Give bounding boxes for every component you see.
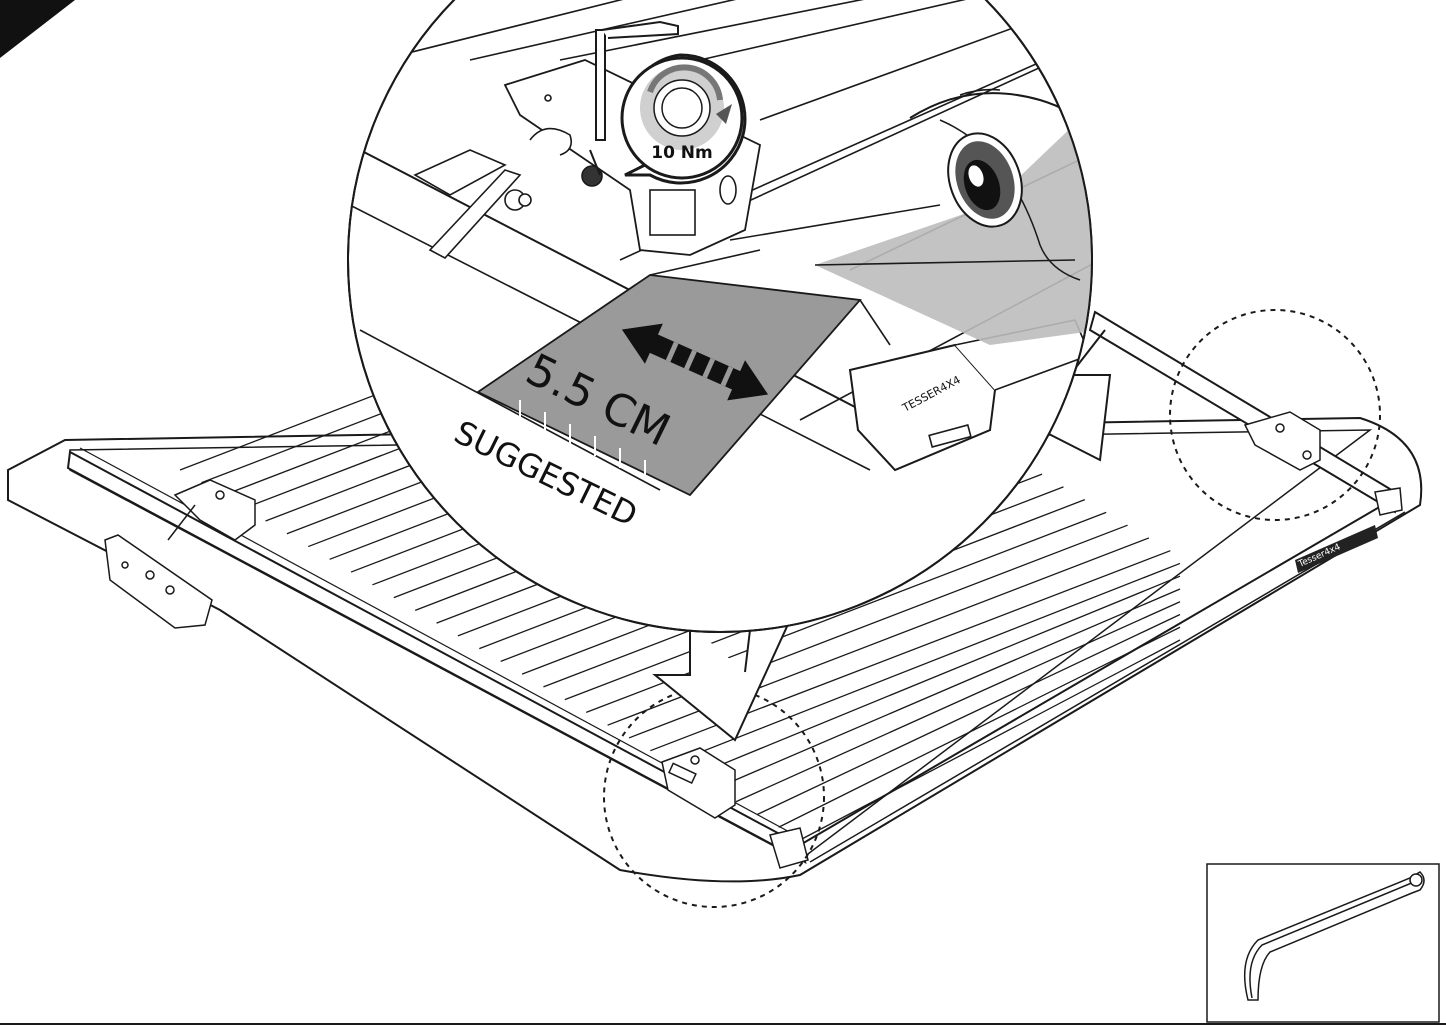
detail-highlight-circles [603,309,1381,908]
clamp-left [167,479,256,541]
cover-slat-line [714,588,1181,790]
cover-slat-line [671,562,1181,765]
cover-slat-line [756,613,1181,816]
torque-rotation-icon [640,64,732,150]
clamp-front [661,747,736,819]
cover-slat-line [778,626,1181,828]
tool-inset [1206,863,1440,1023]
step-corner-marker [0,0,75,58]
cover-slat-line [735,601,1181,803]
allen-key-icon [1243,871,1425,1001]
double-arrow-icon [621,323,769,401]
detail-circle-right [1169,309,1381,521]
hex-key-in-callout [595,29,606,141]
cover-slat-line [692,575,1181,777]
magnified-callout [347,0,1093,633]
eye-icon [947,132,1023,228]
eye-sight-cone [815,100,1092,345]
front-rail [66,450,807,865]
torque-label: 10 Nm [651,143,713,163]
cover-slat-line [799,639,1181,841]
measurement-ticks [519,400,646,480]
clamp-right [1243,411,1321,471]
end-caps [769,487,1403,869]
torque-callout-bubble: 10 Nm [620,53,747,185]
side-mount-bracket [104,534,213,629]
detail-circle-front [603,686,825,908]
